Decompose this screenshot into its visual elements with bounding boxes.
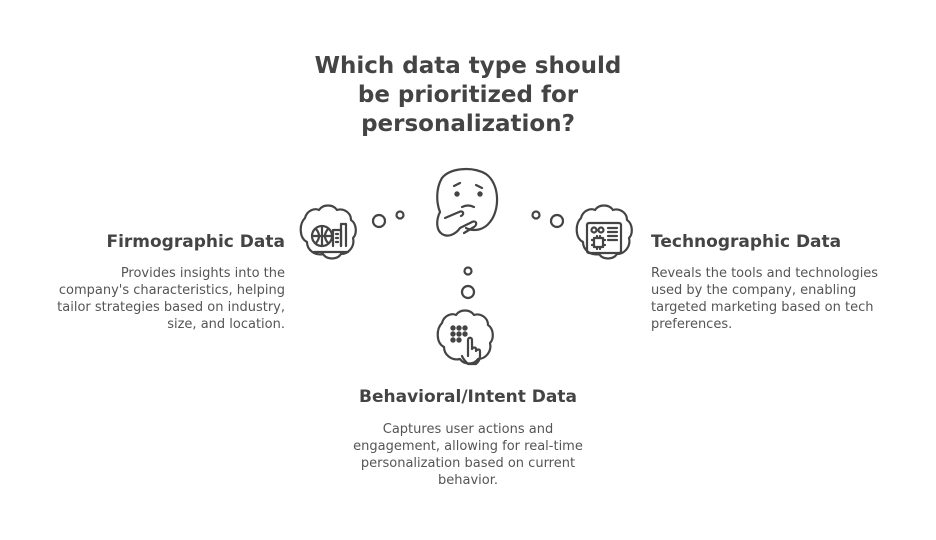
firmographic-description: Provides insights into the company's cha… bbox=[57, 265, 285, 333]
technographic-heading: Technographic Data bbox=[651, 232, 842, 252]
description-line: engagement, allowing for real-time bbox=[353, 439, 583, 454]
thought-bubble-left-small bbox=[395, 210, 405, 220]
description-line: Reveals the tools and technologies bbox=[651, 266, 879, 281]
thought-bubble-right-large bbox=[549, 213, 565, 229]
diagram-title: Which data type should be prioritized fo… bbox=[268, 52, 668, 139]
description-line: targeted marketing based on tech bbox=[651, 300, 874, 315]
title-line: be prioritized for bbox=[357, 82, 579, 108]
description-line: preferences. bbox=[651, 317, 733, 332]
firmographic-heading: Firmographic Data bbox=[106, 232, 285, 252]
description-line: Provides insights into the bbox=[120, 266, 285, 281]
keypad-touch-icon bbox=[436, 309, 494, 366]
technographic-description: Reveals the tools and technologies used … bbox=[651, 265, 878, 333]
description-line: used by the company, enabling bbox=[651, 283, 857, 298]
behavioral-description: Captures user actions and engagement, al… bbox=[268, 421, 668, 489]
thinking-face-icon bbox=[436, 168, 499, 237]
description-line: personalization based on current bbox=[360, 456, 576, 471]
thought-bubble-down-large bbox=[460, 284, 476, 300]
description-line: Captures user actions and bbox=[382, 422, 554, 437]
description-line: company's characteristics, helping bbox=[58, 283, 285, 298]
description-line: behavior. bbox=[438, 473, 498, 488]
title-line: Which data type should bbox=[314, 53, 622, 79]
circuit-board-icon bbox=[575, 204, 633, 260]
thought-bubble-left-large bbox=[371, 213, 387, 229]
title-line: personalization? bbox=[361, 111, 575, 137]
thought-bubble-right-small bbox=[531, 210, 541, 220]
description-line: size, and location. bbox=[167, 317, 285, 332]
behavioral-heading: Behavioral/Intent Data bbox=[359, 387, 577, 407]
description-line: tailor strategies based on industry, bbox=[57, 300, 285, 315]
thought-bubble-down-small bbox=[463, 266, 473, 276]
globe-building-icon bbox=[299, 204, 357, 260]
